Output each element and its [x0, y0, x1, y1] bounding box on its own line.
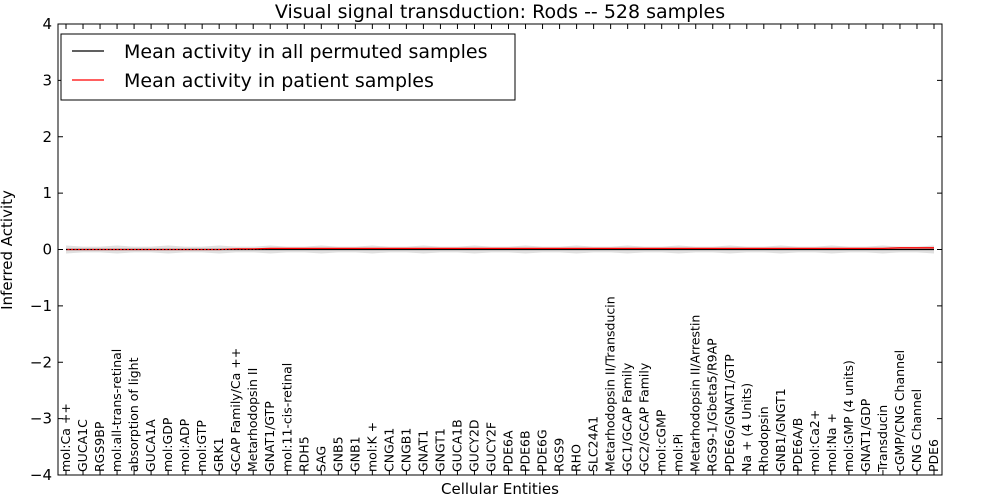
y-tick-label: −3	[30, 410, 52, 428]
x-tick-label: GC1/GCAP Family	[620, 362, 635, 472]
x-tick-label: mol:GTP	[194, 420, 209, 472]
x-tick-label: GUCY2F	[483, 422, 498, 472]
x-tick-label: GUCA1A	[143, 419, 158, 472]
y-tick-label: 1	[42, 184, 52, 202]
x-tick-label: cGMP/CNG Channel	[892, 350, 907, 472]
legend: Mean activity in all permuted samplesMea…	[60, 33, 516, 101]
y-tick-label: 3	[42, 71, 52, 89]
x-tick-label: GNB1	[347, 436, 362, 472]
chart-title: Visual signal transduction: Rods -- 528 …	[275, 1, 725, 23]
x-tick-label: Metarhodopsin II/Arrestin	[688, 315, 703, 472]
x-tick-label: mol:K +	[364, 422, 379, 472]
x-tick-label: Metarhodopsin II	[245, 368, 260, 472]
x-tick-label: GC2/GCAP Family	[637, 362, 652, 472]
x-tick-label: Na + (4 Units)	[739, 383, 754, 472]
x-tick-label: mol:Na +	[824, 413, 839, 472]
legend-label: Mean activity in all permuted samples	[124, 41, 487, 63]
x-tick-label: GUCY2D	[466, 419, 481, 472]
x-tick-label: PDE6G	[535, 429, 550, 472]
x-tick-label: Metarhodopsin II/Transducin	[603, 296, 618, 472]
x-tick-label: mol:Pi	[671, 434, 686, 472]
y-tick-label: 0	[42, 241, 52, 259]
y-tick-label: −2	[30, 353, 52, 371]
x-tick-label: GNB1/GNGT1	[773, 388, 788, 472]
x-tick-label: mol:GMP (4 units)	[841, 360, 856, 472]
x-tick-label: PDE6	[926, 439, 941, 472]
x-tick-label: mol:GDP	[160, 417, 175, 472]
x-tick-label: PDE6A/B	[790, 418, 805, 472]
x-tick-label: RGS9	[552, 438, 567, 472]
x-tick-label: PDE6G/GNAT1/GTP	[722, 354, 737, 472]
x-tick-label: GNGT1	[432, 428, 447, 472]
x-tick-label: GCAP Family/Ca ++	[228, 348, 243, 472]
x-tick-label: CNG Channel	[909, 389, 924, 472]
x-tick-label: SLC24A1	[586, 416, 601, 472]
y-tick-label: 4	[42, 15, 52, 33]
x-tick-label: mol:cGMP	[654, 409, 669, 472]
x-tick-label: SAG	[313, 446, 328, 472]
x-tick-label: RHO	[569, 444, 584, 472]
x-tick-label: mol:11-cis-retinal	[279, 363, 294, 472]
y-tick-label: −4	[30, 466, 52, 484]
legend-label: Mean activity in patient samples	[124, 70, 434, 92]
x-tick-label: GRK1	[211, 437, 226, 472]
x-tick-label: RGS9-1/Gbeta5/R9AP	[705, 338, 720, 472]
x-tick-label: RDH5	[296, 436, 311, 472]
x-tick-label: GNAT1	[415, 430, 430, 472]
x-tick-label: GNAT1/GDP	[858, 398, 873, 472]
legend-box	[60, 33, 516, 101]
y-tick-label: 2	[42, 128, 52, 146]
x-tick-label: RGS9BP	[92, 421, 107, 472]
x-tick-label: GUCA1B	[449, 419, 464, 472]
x-tick-label: mol:ADP	[177, 418, 192, 472]
x-tick-label: CNGA1	[381, 428, 396, 472]
x-tick-label: mol:Ca ++	[58, 403, 73, 472]
y-tick-label: −1	[30, 297, 52, 315]
x-axis-label: Cellular Entities	[441, 480, 559, 498]
x-tick-label: PDE6B	[518, 430, 533, 472]
x-tick-label: mol:all-trans-retinal	[109, 349, 124, 472]
x-tick-label: PDE6A	[501, 430, 516, 472]
x-tick-label: Rhodopsin	[756, 406, 771, 472]
x-tick-label: mol:Ca2+	[807, 410, 822, 472]
x-tick-label: GNAT1/GTP	[262, 401, 277, 472]
x-tick-label: absorption of light	[126, 357, 141, 472]
x-tick-label: GNB5	[330, 436, 345, 472]
x-tick-label: Transducin	[875, 405, 890, 473]
x-tick-label: GUCA1C	[75, 419, 90, 472]
y-axis-label: Inferred Activity	[0, 190, 16, 310]
x-tick-label: CNGB1	[398, 428, 413, 472]
